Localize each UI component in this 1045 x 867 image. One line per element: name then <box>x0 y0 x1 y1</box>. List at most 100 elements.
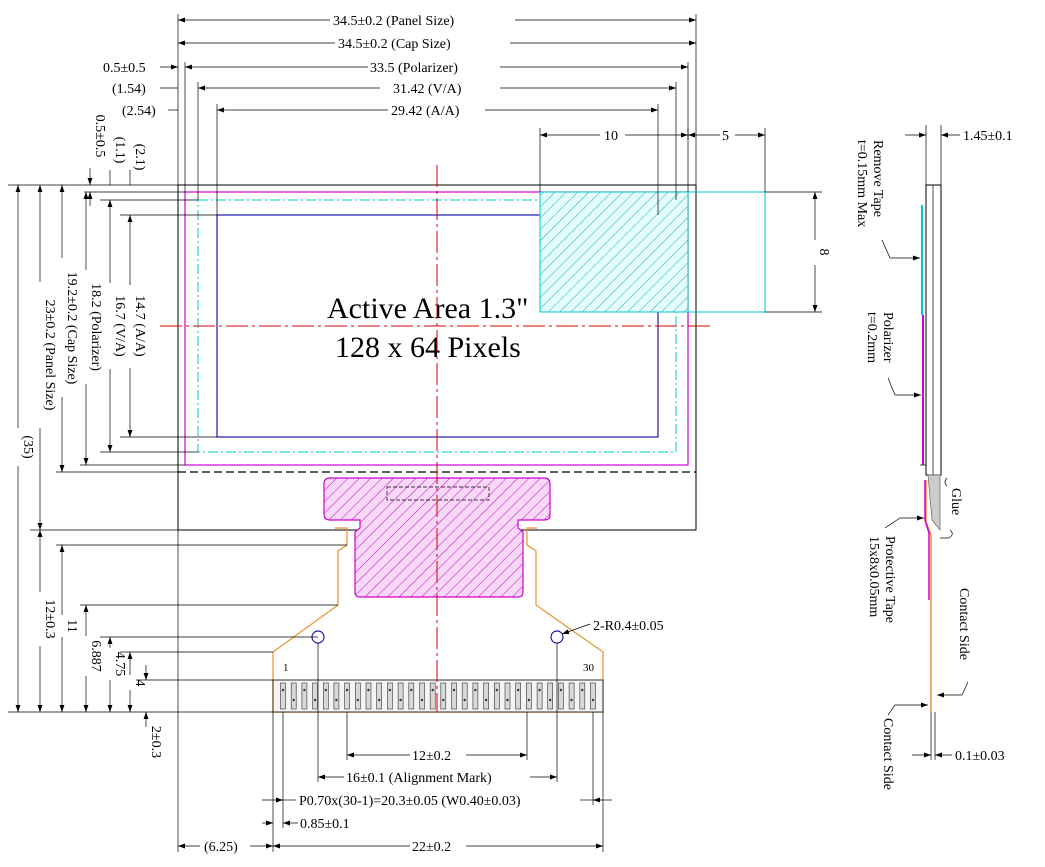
connector-pin-via <box>431 688 434 692</box>
connector-pin-via <box>517 688 520 692</box>
connector-pin <box>419 682 425 710</box>
connector-pin-via <box>442 698 445 702</box>
dim-polarizer-width: 33.5 (Polarizer) <box>370 61 458 76</box>
connector-pin-via <box>495 688 498 692</box>
dim-aa-offset-h: (2.54) <box>122 104 156 119</box>
dim-two: 2±0.3 <box>148 726 163 758</box>
connector-pin-via <box>388 688 392 692</box>
dim-6887: 6.887 <box>88 640 103 672</box>
connector-pin-via <box>367 688 370 692</box>
side-fpc <box>925 480 932 712</box>
connector-pin <box>568 682 575 710</box>
connector-pin-via <box>570 698 573 702</box>
dim-cap-width: 34.5±0.2 (Cap Size) <box>338 37 451 52</box>
dim-total-height: (35) <box>20 435 35 459</box>
dim-four: 4 <box>132 680 147 687</box>
connector-pin <box>322 682 329 710</box>
dim-polarizer-offset-h: 0.5±0.5 <box>103 61 146 76</box>
side-remove-tape-spec: t=0.15mm Max <box>854 140 869 227</box>
bottom-dimensions: 2-R0.4±0.05 12±0.2 16±0.1 (Alignment Mar… <box>178 619 664 855</box>
connector-pin <box>536 682 543 710</box>
pixel-detail-extension <box>539 191 766 313</box>
connector-pin-via <box>474 688 477 692</box>
connector-pins <box>272 679 604 713</box>
ic-slot <box>386 486 490 501</box>
dim-radius: 2-R0.4±0.05 <box>593 619 664 634</box>
dim-085: 0.85±0.1 <box>300 817 350 832</box>
dim-va-offset-v: (1.1) <box>112 137 127 164</box>
connector-pin <box>333 682 340 710</box>
connector-pin-via <box>591 698 595 702</box>
connector-pin-via <box>378 698 381 702</box>
side-protective-tape <box>924 480 930 600</box>
connector-pin <box>483 682 489 710</box>
pixel-detail-window <box>539 191 689 313</box>
connector-pin-via <box>506 698 509 702</box>
connector-pin <box>408 682 415 710</box>
connector-pin <box>472 682 479 710</box>
active-area-title: Active Area 1.3" <box>327 292 528 325</box>
dim-polarizer-height: 18.2 (Polarizer) <box>88 283 103 371</box>
side-contact-side-top: Contact Side <box>956 588 971 660</box>
connector-pin-via <box>281 688 285 692</box>
dim-475: 4.75 <box>112 652 127 677</box>
dim-va-offset-h: (1.54) <box>112 82 146 97</box>
dim-va-height: 16.7 (V/A) <box>112 295 127 357</box>
side-protective-tape-spec: 15x8x0.05mm <box>866 536 881 617</box>
connector-pin <box>558 682 564 710</box>
connector-pin <box>440 682 447 710</box>
connector-pin-via <box>335 698 338 702</box>
front-view: Active Area 1.3" 128 x 64 Pixels 1 30 <box>8 14 831 855</box>
dim-fpc-width: 22±0.2 <box>412 840 451 855</box>
connector-pin <box>429 682 436 710</box>
dim-va-width: 31.42 (V/A) <box>393 82 462 97</box>
dim-fpc-length: 12±0.3 <box>42 599 57 638</box>
connector-pin-via <box>292 698 295 702</box>
connector-pin-via <box>527 698 531 702</box>
side-polarizer-spec: t=0.2mm <box>864 312 879 363</box>
side-glass <box>925 184 942 476</box>
connector-pin-via <box>559 688 563 692</box>
connector-pin-via <box>538 688 541 692</box>
connector-pin <box>547 682 554 710</box>
connector-pin <box>387 682 393 710</box>
side-contact-side-bottom: Contact Side <box>880 718 895 790</box>
connector-pin <box>590 682 596 710</box>
connector-pin <box>344 682 350 710</box>
connector-pad-strip <box>272 679 604 713</box>
dim-alignment-mark: 16±0.1 (Alignment Mark) <box>346 771 492 786</box>
connector-pin-via <box>549 698 552 702</box>
connector-pin-via <box>484 698 488 702</box>
side-fpc-thickness: 0.1±0.03 <box>955 749 1005 764</box>
connector-pin-via <box>452 688 456 692</box>
pin-label-first: 1 <box>283 662 289 674</box>
connector-pin <box>280 682 286 710</box>
connector-pin <box>365 682 372 710</box>
connector-pin <box>397 682 404 710</box>
side-polarizer-label: Polarizer <box>880 312 895 363</box>
dim-cap-height: 19.2±0.2 (Cap Size) <box>64 272 79 385</box>
dim-width-12: 12±0.2 <box>412 749 451 764</box>
connector-pin <box>312 682 318 710</box>
extension-lines <box>8 14 822 852</box>
side-view: 1.45±0.1 Remove Tape t=0.15mm Max Polari… <box>854 125 1013 790</box>
connector-pin <box>515 682 522 710</box>
dim-ten: 10 <box>604 129 618 144</box>
connector-pin <box>301 682 308 710</box>
connector-pin <box>461 682 468 710</box>
connector-pin-via <box>410 688 413 692</box>
dim-aa-offset-v: (2.1) <box>132 144 147 171</box>
connector-pin <box>354 682 361 710</box>
connector-pin <box>526 682 532 710</box>
alignment-mark-right <box>550 630 564 644</box>
side-glue <box>927 474 941 531</box>
dim-pitch: P0.70x(30-1)=20.3±0.05 (W0.40±0.03) <box>299 794 521 809</box>
pixel-count: 128 x 64 Pixels <box>335 331 521 364</box>
side-glue-label: Glue <box>948 488 963 515</box>
dim-panel-width: 34.5±0.2 (Panel Size) <box>333 14 455 29</box>
connector-pin <box>504 682 511 710</box>
connector-pin-via <box>463 698 466 702</box>
left-dimensions: 0.5±0.5 (1.1) (2.1) 14.7 (A/A) 16.7 (V/A… <box>15 115 163 758</box>
connector-pin-via <box>303 688 306 692</box>
dim-five: 5 <box>722 129 729 144</box>
